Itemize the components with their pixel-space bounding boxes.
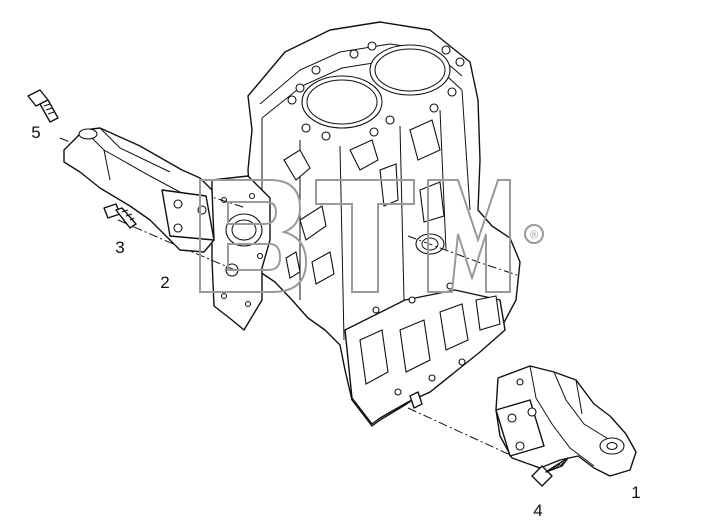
callout-2: 2 (160, 273, 169, 292)
mounting-bracket-left (63, 127, 215, 253)
mounting-bracket-right (495, 365, 637, 477)
watermark-letter-b (199, 179, 308, 293)
callout-4: 4 (533, 501, 542, 520)
callout-1: 1 (631, 483, 640, 502)
head-bolt-holes (287, 41, 465, 141)
watermark-letter-t (315, 179, 415, 293)
engine-block (245, 21, 521, 427)
bolt-3 (103, 203, 137, 229)
bolt-4 (531, 457, 569, 487)
callout-5: 5 (31, 123, 40, 142)
btm-watermark: ® (199, 179, 544, 293)
registered-mark: ® (530, 230, 538, 242)
registered-mark-circle (524, 224, 544, 244)
gear-housing-plate (211, 175, 271, 331)
watermark-letter-m (427, 179, 511, 293)
bolt-5 (27, 89, 59, 123)
callout-3: 3 (115, 238, 124, 257)
